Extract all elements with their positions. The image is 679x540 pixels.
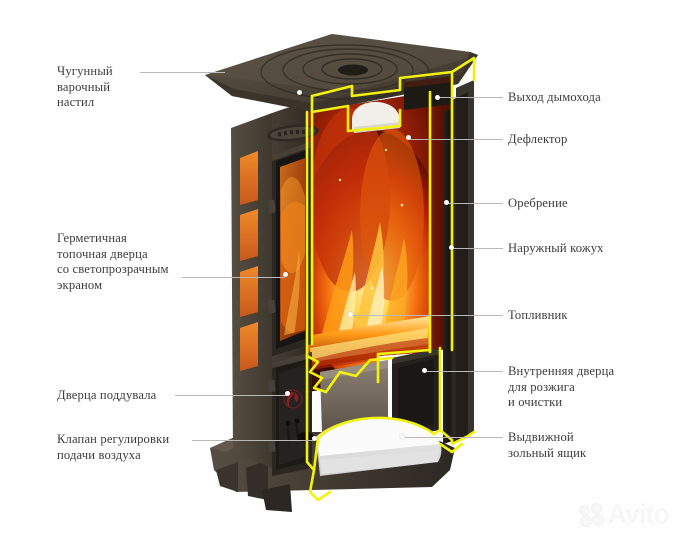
leader-dot-chimney-outlet — [435, 95, 440, 100]
leader-dot-deflector — [406, 135, 411, 140]
cast-iron-cooking-plate — [205, 34, 478, 112]
leader-dot-outer-casing — [449, 245, 454, 250]
label-ribbing: Оребрение — [508, 196, 568, 210]
flame-emblem — [286, 392, 299, 408]
leader-line-firebox-door — [182, 277, 285, 278]
label-air-valve: Клапан регулировки подачи воздуха — [57, 432, 170, 462]
ribbing-slots — [240, 151, 258, 371]
leader-line-air-valve — [192, 440, 314, 441]
leader-dot-cooking-surface — [297, 90, 302, 95]
label-ashpan-door: Дверца поддувала — [57, 388, 157, 402]
leader-line-ashpan-door — [175, 395, 287, 396]
glass-firebox-door[interactable] — [267, 141, 322, 356]
avito-watermark: Avito — [578, 499, 670, 529]
ash-drawer[interactable] — [316, 417, 442, 476]
label-chimney-outlet: Выход дымохода — [508, 90, 601, 104]
label-firebox: Топливник — [508, 308, 568, 322]
leader-line-outer-casing — [452, 248, 503, 249]
leader-dot-ribbing — [444, 200, 449, 205]
label-deflector: Дефлектор — [508, 132, 568, 146]
label-inner-door: Внутренняя дверца для розжига и очистки — [508, 364, 615, 409]
chimney-outlet — [404, 76, 452, 110]
leader-line-ash-drawer — [404, 437, 503, 438]
leader-line-chimney-outlet — [437, 97, 503, 98]
leader-dot-firebox-door — [283, 272, 288, 277]
leader-dot-inner-door — [422, 368, 427, 373]
avito-wordmark: Avito — [607, 499, 670, 529]
leader-dot-ash-drawer — [400, 434, 405, 439]
label-ash-drawer: Выдвижной зольный ящик — [508, 430, 587, 460]
leader-dot-firebox — [348, 312, 353, 317]
leader-dot-ashpan-door — [285, 391, 290, 396]
avito-dots-icon — [578, 502, 605, 527]
leader-dot-air-valve — [312, 436, 317, 441]
leader-line-firebox — [352, 315, 503, 316]
label-cooking-surface: Чугунный варочный настил — [57, 64, 113, 109]
leader-line-ribbing — [448, 203, 503, 204]
leader-line-deflector — [410, 139, 503, 140]
inner-ignition-door[interactable] — [392, 348, 440, 438]
leader-line-cooking-surface — [140, 72, 225, 73]
label-outer-casing: Наружный кожух — [508, 241, 604, 255]
ashpan-door[interactable] — [267, 352, 312, 476]
cutaway-outline — [305, 56, 476, 502]
outer-casing-right — [443, 80, 474, 444]
leader-line-inner-door — [426, 371, 503, 372]
label-firebox-door: Герметичная топочная дверца со светопроз… — [57, 231, 169, 292]
